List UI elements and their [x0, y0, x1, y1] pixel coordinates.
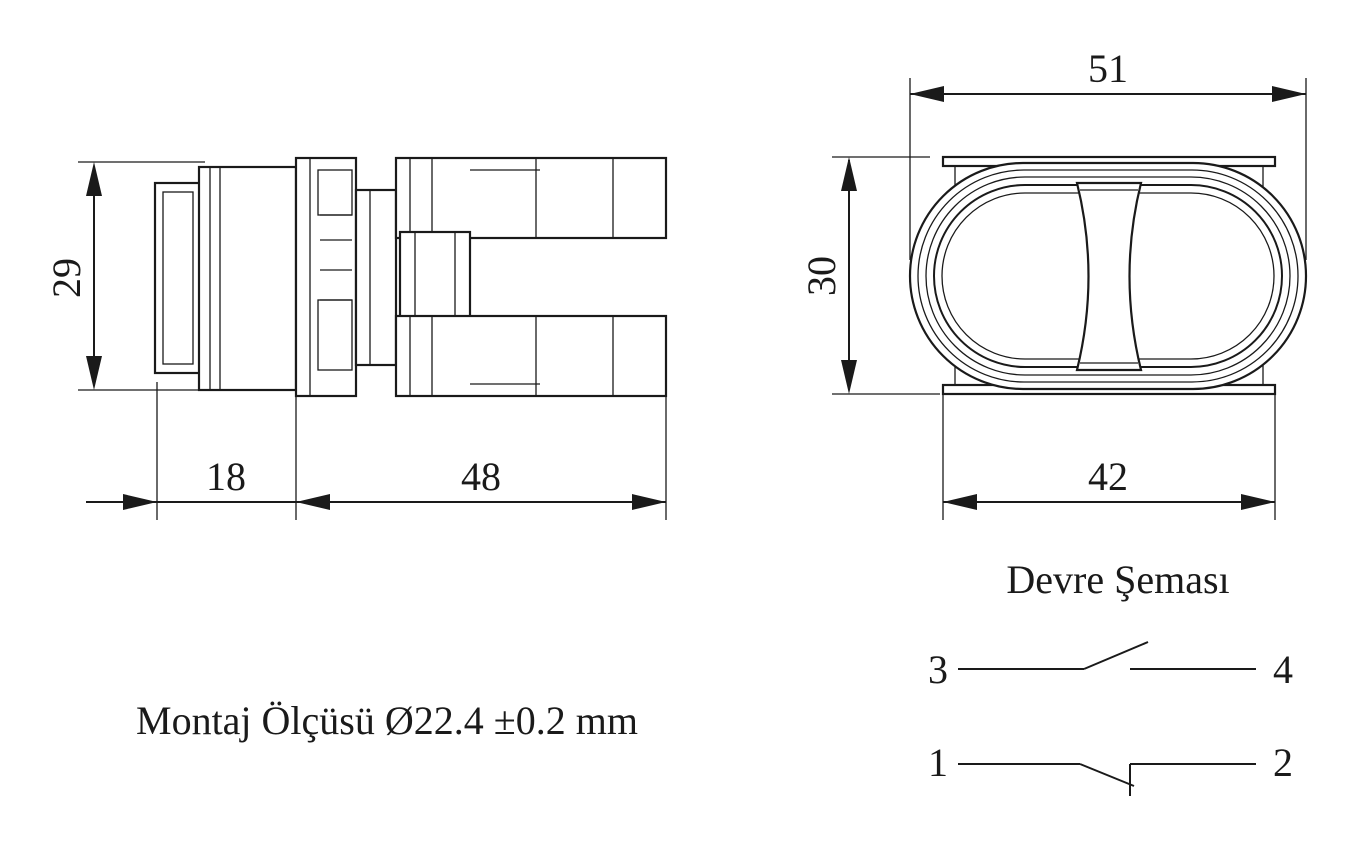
arrow-up-icon: [86, 162, 102, 196]
top-width-dimension: 51: [909, 46, 1307, 260]
circuit-title: Devre Şeması: [1006, 557, 1229, 602]
circuit-schematic: Devre Şeması 3 4 1 2: [928, 557, 1293, 796]
arrow-down-icon: [86, 356, 102, 390]
mounting-size-label: Montaj Ölçüsü Ø22.4 ±0.2 mm: [136, 698, 638, 743]
length-dimensions: 18 48: [86, 382, 667, 520]
dim-side-height: 29: [44, 258, 89, 298]
arrow-left-icon: [943, 494, 977, 510]
arrow-left-icon: [910, 86, 944, 102]
dim-top-width: 51: [1088, 46, 1128, 91]
terminal-2: 2: [1273, 740, 1293, 785]
dim-bottom-width: 42: [1088, 454, 1128, 499]
dim-front-depth: 18: [206, 454, 246, 499]
terminal-3: 3: [928, 647, 948, 692]
terminal-1: 1: [928, 740, 948, 785]
arrow-right-icon: [1241, 494, 1275, 510]
dim-body-length: 48: [461, 454, 501, 499]
front-height-dimension: 30: [799, 156, 940, 395]
side-view: [153, 156, 668, 398]
arrow-left-icon: [296, 494, 330, 510]
arrow-right-icon: [632, 494, 666, 510]
arrow-right-icon: [123, 494, 157, 510]
arrow-up-icon: [841, 157, 857, 191]
bottom-width-dimension: 42: [942, 394, 1276, 520]
front-view: [908, 155, 1308, 396]
terminal-4: 4: [1273, 647, 1293, 692]
height-dimension: 29: [44, 161, 205, 391]
arrow-down-icon: [841, 360, 857, 394]
arrow-right-icon: [1272, 86, 1306, 102]
dim-front-height: 30: [799, 256, 844, 296]
